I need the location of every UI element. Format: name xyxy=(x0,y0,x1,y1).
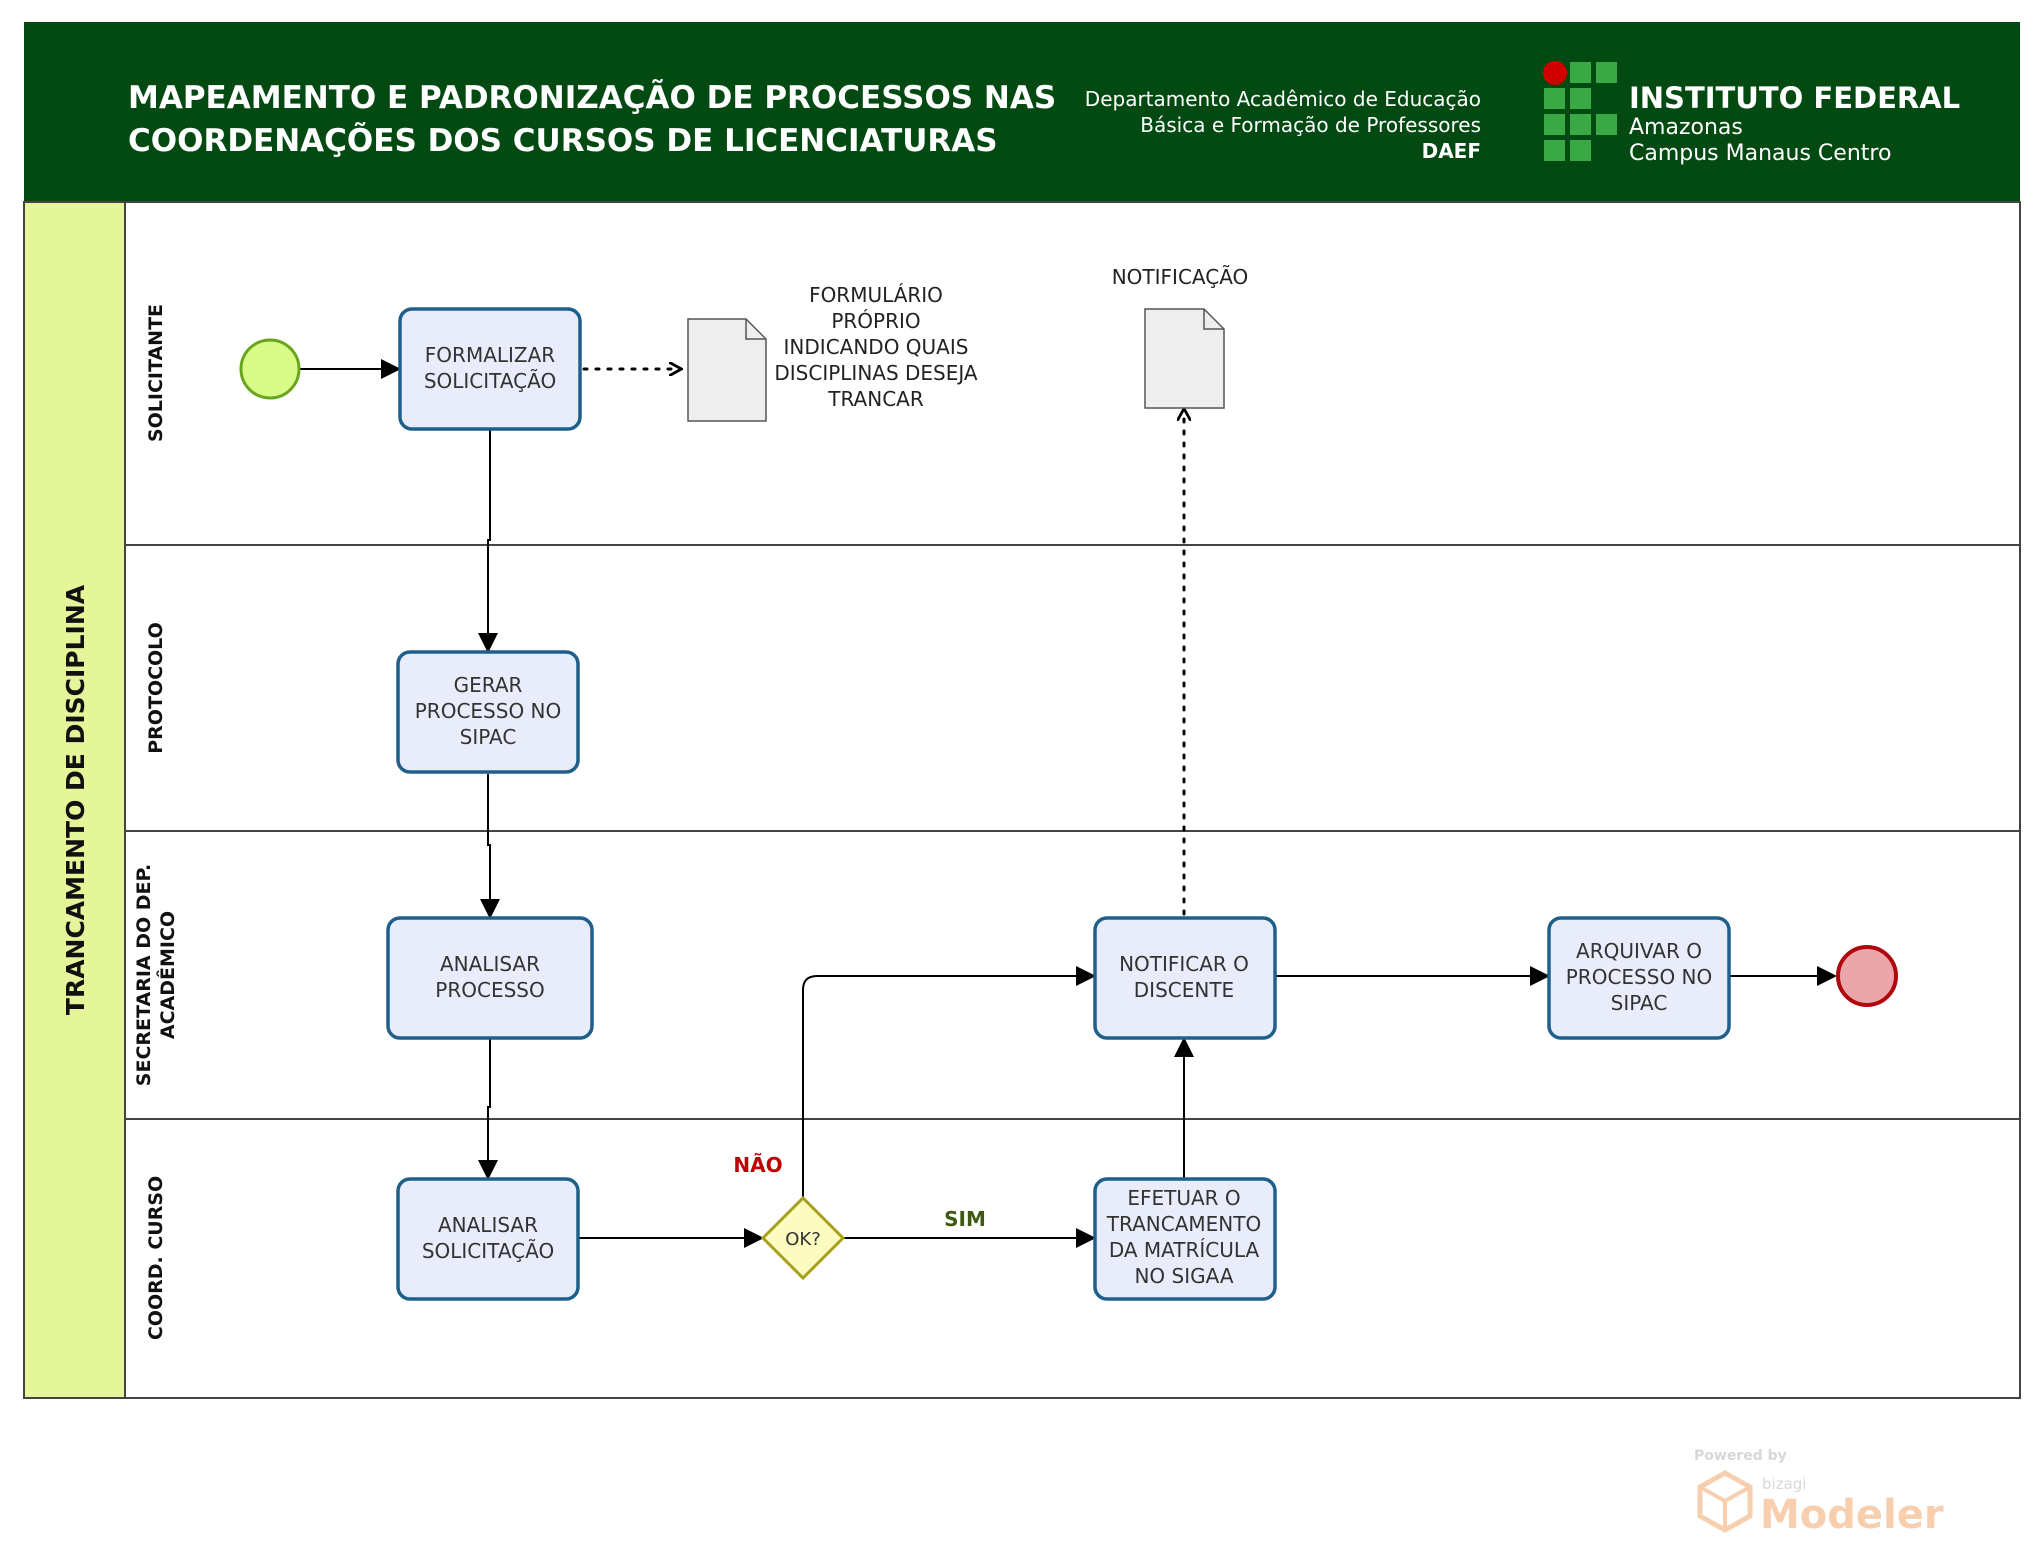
svg-text:ARQUIVAR O: ARQUIVAR O xyxy=(1576,939,1702,963)
flow-formalizar-to-gerar xyxy=(478,430,498,653)
flow-gerar-to-analisar-processo xyxy=(480,774,500,919)
pool-label-band xyxy=(25,203,125,1397)
svg-text:GERAR: GERAR xyxy=(454,673,523,697)
svg-text:SOLICITAÇÃO: SOLICITAÇÃO xyxy=(422,1239,554,1263)
svg-text:ANALISAR: ANALISAR xyxy=(438,1213,538,1237)
svg-text:PRÓPRIO: PRÓPRIO xyxy=(831,309,920,333)
svg-text:NO SIGAA: NO SIGAA xyxy=(1134,1264,1233,1288)
lane-label-coord: COORD. CURSO xyxy=(145,1176,167,1340)
pool-label: TRANCAMENTO DE DISCIPLINA xyxy=(61,584,90,1015)
gateway-yes-label: SIM xyxy=(944,1207,986,1231)
header-banner: MAPEAMENTO E PADRONIZAÇÃO DE PROCESSOS N… xyxy=(24,22,2020,202)
pool-border xyxy=(23,201,2021,1399)
svg-text:DISCIPLINAS DESEJA: DISCIPLINAS DESEJA xyxy=(774,361,978,385)
institute-logo-icon xyxy=(1543,61,1617,161)
svg-text:FORMALIZAR: FORMALIZAR xyxy=(425,343,556,367)
bizagi-cube-icon xyxy=(1697,1470,1753,1533)
svg-text:ANALISAR: ANALISAR xyxy=(440,952,540,976)
svg-text:SIPAC: SIPAC xyxy=(1611,991,1668,1015)
header-title-line1: MAPEAMENTO E PADRONIZAÇÃO DE PROCESSOS N… xyxy=(128,79,1056,116)
institute-name: INSTITUTO FEDERAL xyxy=(1629,81,1960,115)
svg-text:TRANCAMENTO: TRANCAMENTO xyxy=(1106,1212,1261,1236)
task-efetuar-trancamento: EFETUAR O TRANCAMENTO DA MATRÍCULA NO SI… xyxy=(1093,1177,1277,1301)
department-name-line1: Departamento Acadêmico de Educação xyxy=(1085,87,1481,111)
start-event xyxy=(239,338,301,400)
task-formalizar-solicitacao: FORMALIZAR SOLICITAÇÃO xyxy=(398,307,582,431)
department-abbreviation: DAEF xyxy=(1422,139,1481,163)
gateway-ok: OK? xyxy=(760,1195,846,1281)
formulario-label: FORMULÁRIO PRÓPRIO INDICANDO QUAIS DISCI… xyxy=(774,283,978,411)
header-background xyxy=(24,22,2020,202)
svg-text:DA MATRÍCULA: DA MATRÍCULA xyxy=(1109,1238,1260,1262)
sequence-flows xyxy=(300,359,1837,1248)
svg-text:NOTIFICAR O: NOTIFICAR O xyxy=(1119,952,1249,976)
svg-text:PROCESSO: PROCESSO xyxy=(435,978,544,1002)
gateway-no-label: NÃO xyxy=(733,1153,782,1177)
pool: TRANCAMENTO DE DISCIPLINA SOLICITANTE PR… xyxy=(23,201,2021,1399)
lane-label-secretaria-line1: SECRETARIA DO DEP. xyxy=(133,864,155,1086)
svg-text:INDICANDO QUAIS: INDICANDO QUAIS xyxy=(784,335,969,359)
flow-analisar-processo-to-analisar-solicitacao xyxy=(478,1038,498,1180)
svg-text:TRANCAR: TRANCAR xyxy=(827,387,924,411)
svg-text:SIPAC: SIPAC xyxy=(460,725,517,749)
task-analisar-processo: ANALISAR PROCESSO xyxy=(386,916,594,1040)
svg-text:SOLICITAÇÃO: SOLICITAÇÃO xyxy=(424,369,556,393)
associations xyxy=(582,369,1184,916)
document-formulario-icon xyxy=(687,318,767,422)
header-title-line2: COORDENAÇÕES DOS CURSOS DE LICENCIATURAS xyxy=(128,122,998,159)
end-event xyxy=(1836,945,1898,1007)
document-notificacao-icon xyxy=(1144,308,1225,409)
svg-text:EFETUAR O: EFETUAR O xyxy=(1127,1186,1240,1210)
lane-label-solicitante: SOLICITANTE xyxy=(145,304,167,442)
lane-label-secretaria-line2: ACADÊMICO xyxy=(156,911,179,1039)
gateway-label: OK? xyxy=(785,1229,821,1250)
svg-text:DISCENTE: DISCENTE xyxy=(1134,978,1234,1002)
task-notificar-discente: NOTIFICAR O DISCENTE xyxy=(1093,916,1277,1040)
svg-text:FORMULÁRIO: FORMULÁRIO xyxy=(809,283,943,307)
task-analisar-solicitacao: ANALISAR SOLICITAÇÃO xyxy=(396,1177,580,1301)
lane-label-protocolo: PROTOCOLO xyxy=(145,622,167,754)
task-gerar-processo: GERAR PROCESSO NO SIPAC xyxy=(396,650,580,774)
svg-text:PROCESSO NO: PROCESSO NO xyxy=(415,699,562,723)
flow-gateway-no-to-notificar xyxy=(802,966,1096,1198)
svg-text:PROCESSO NO: PROCESSO NO xyxy=(1566,965,1713,989)
watermark-brand-small: bizagi xyxy=(1762,1475,1806,1493)
task-arquivar-processo: ARQUIVAR O PROCESSO NO SIPAC xyxy=(1547,916,1731,1040)
department-name-line2: Básica e Formação de Professores xyxy=(1140,113,1481,137)
institute-campus: Campus Manaus Centro xyxy=(1629,141,1891,166)
watermark-brand: Modeler xyxy=(1760,1492,1944,1538)
bizagi-watermark: Powered by bizagi Modeler xyxy=(1694,1448,1944,1538)
institute-state: Amazonas xyxy=(1629,115,1743,140)
notificacao-label: NOTIFICAÇÃO xyxy=(1112,265,1249,289)
watermark-powered-by: Powered by xyxy=(1694,1448,1787,1464)
